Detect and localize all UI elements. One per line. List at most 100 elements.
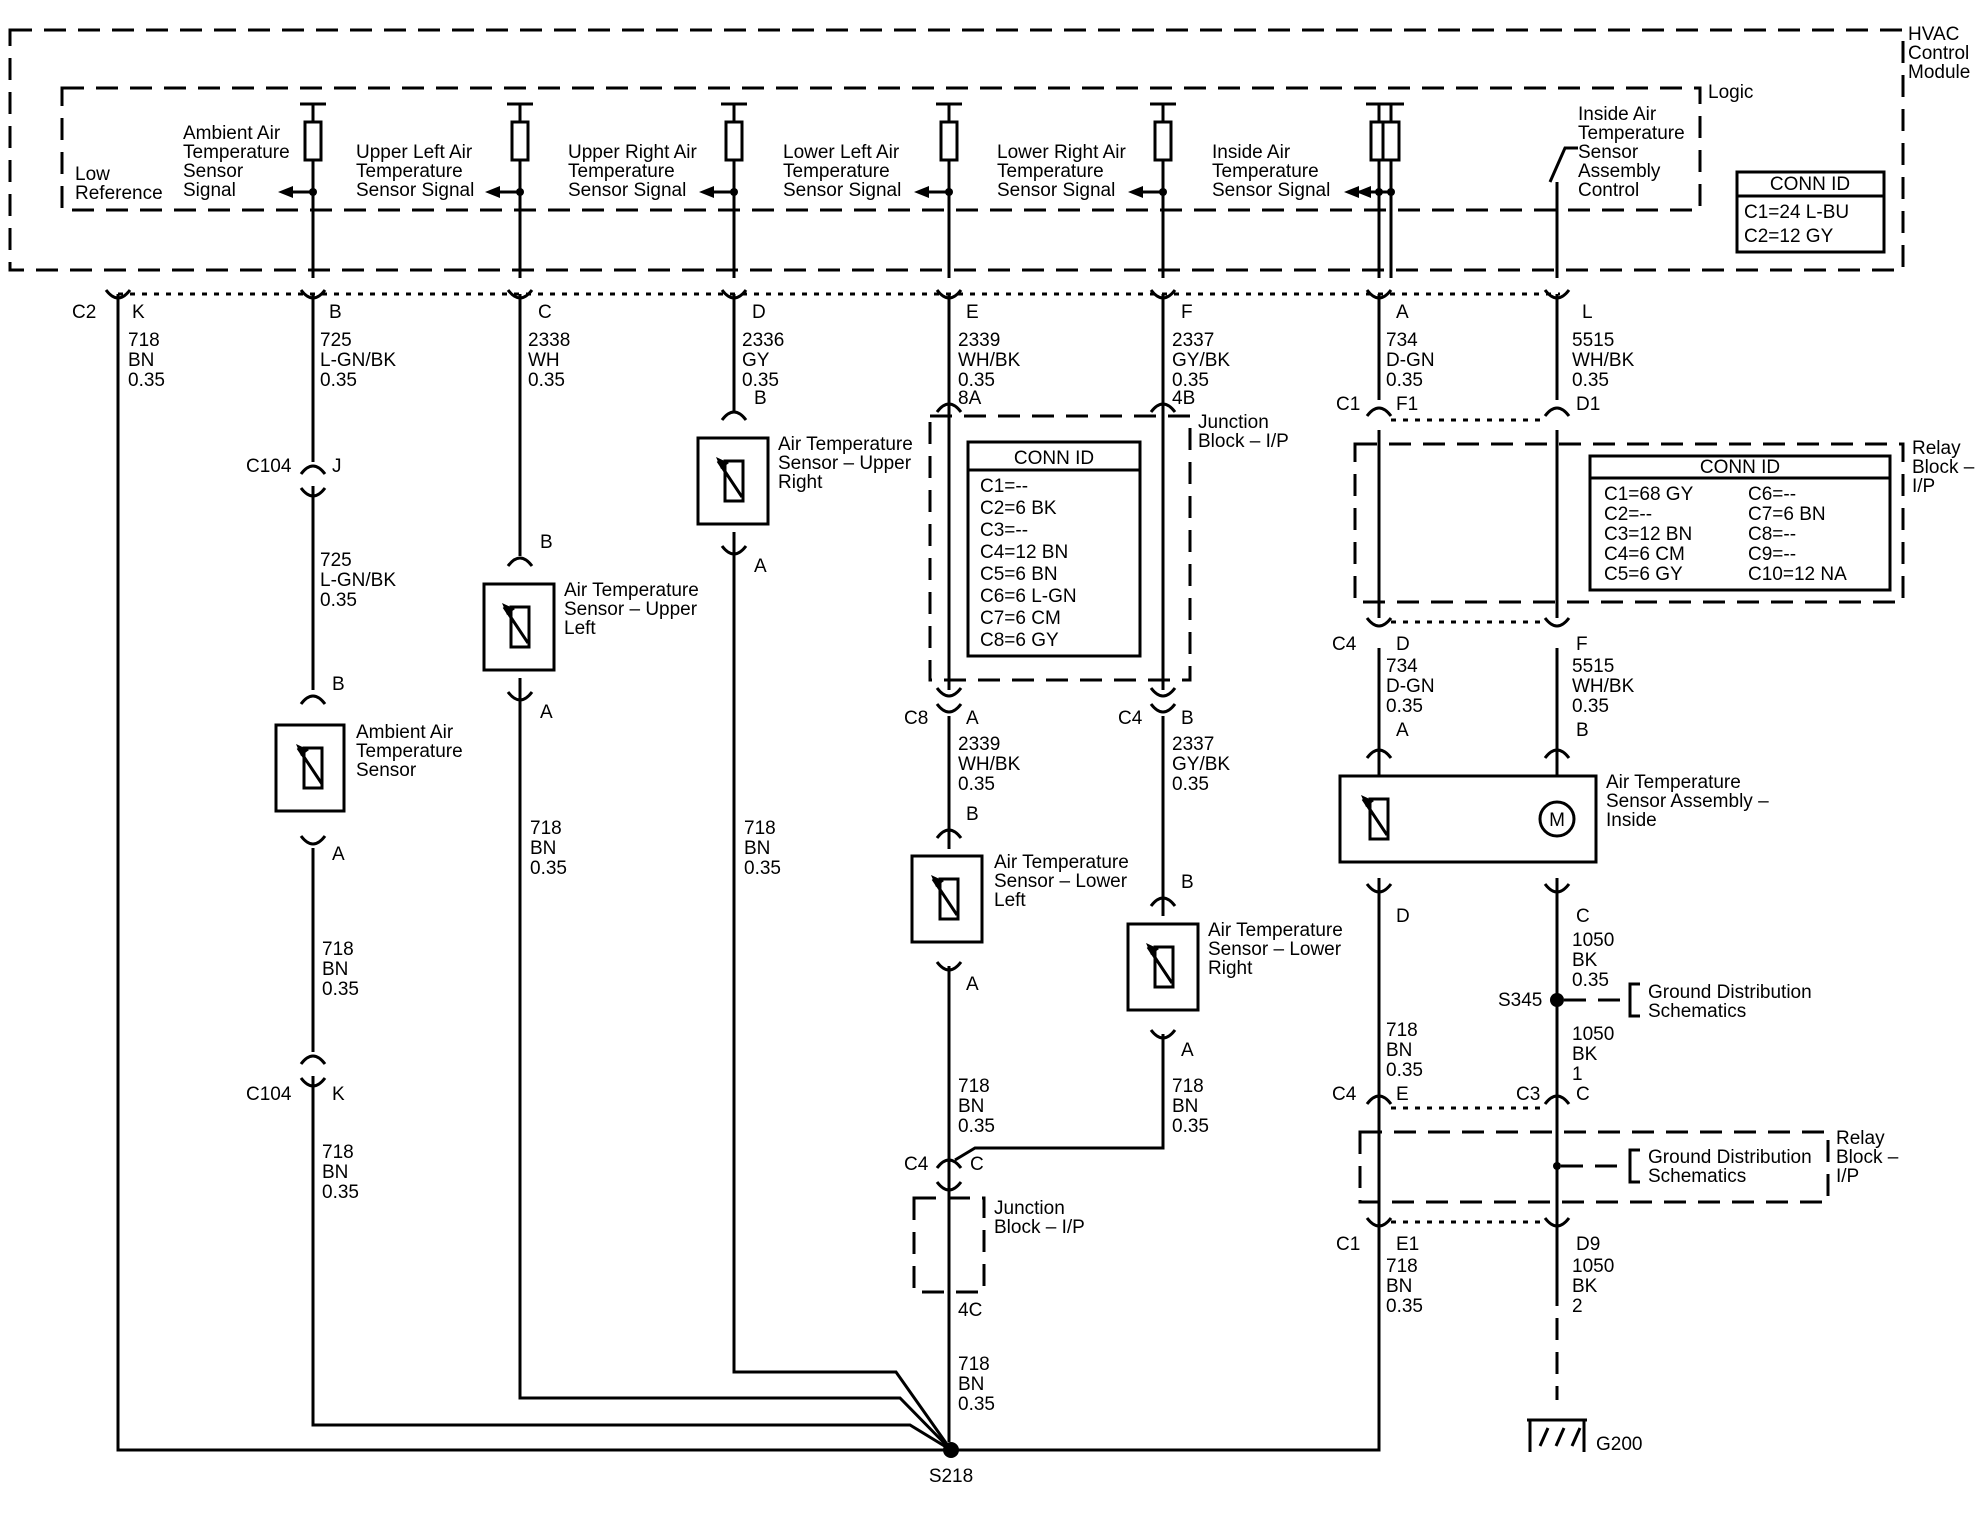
splice-s218: S218 [929, 1442, 973, 1487]
svg-text:0.35: 0.35 [528, 370, 565, 391]
svg-text:Schematics: Schematics [1648, 1001, 1746, 1022]
svg-text:Relay: Relay [1912, 438, 1961, 459]
svg-text:Temperature: Temperature [997, 161, 1104, 182]
svg-text:Sensor: Sensor [1578, 142, 1639, 163]
svg-text:718: 718 [958, 1354, 990, 1375]
svg-text:2338: 2338 [528, 330, 570, 351]
svg-text:2339: 2339 [958, 734, 1000, 755]
svg-text:0.35: 0.35 [322, 979, 359, 1000]
svg-text:2337: 2337 [1172, 734, 1214, 755]
svg-text:C1=24 L-BU: C1=24 L-BU [1744, 202, 1849, 223]
svg-text:Sensor Assembly –: Sensor Assembly – [1606, 791, 1769, 812]
svg-text:Sensor Signal: Sensor Signal [356, 180, 474, 201]
svg-text:C2: C2 [72, 302, 96, 323]
svg-text:Temperature: Temperature [1212, 161, 1319, 182]
svg-text:GY: GY [742, 350, 770, 371]
svg-text:D9: D9 [1576, 1234, 1600, 1255]
svg-text:1: 1 [1572, 1064, 1583, 1085]
logic-label: Logic [1708, 82, 1753, 103]
svg-text:Junction: Junction [994, 1198, 1065, 1219]
svg-text:1050: 1050 [1572, 1256, 1614, 1277]
svg-text:C9=--: C9=-- [1748, 544, 1796, 565]
svg-text:A: A [1181, 1040, 1194, 1061]
svg-text:Inside Air: Inside Air [1212, 142, 1291, 163]
svg-text:BN: BN [1386, 1040, 1412, 1061]
svg-text:Ground Distribution: Ground Distribution [1648, 982, 1812, 1003]
svg-text:BN: BN [1386, 1276, 1412, 1297]
svg-text:725: 725 [320, 550, 352, 571]
svg-text:Left: Left [994, 890, 1026, 911]
svg-text:Lower Right Air: Lower Right Air [997, 142, 1127, 163]
svg-text:0.35: 0.35 [1172, 1116, 1209, 1137]
svg-text:F: F [1576, 634, 1588, 655]
svg-text:B: B [332, 674, 345, 695]
svg-text:2336: 2336 [742, 330, 784, 351]
svg-text:C: C [1576, 1084, 1590, 1105]
svg-text:4C: 4C [958, 1300, 982, 1321]
svg-text:BK: BK [1572, 1276, 1598, 1297]
svg-text:C5=6 GY: C5=6 GY [1604, 564, 1683, 585]
svg-text:Lower Left Air: Lower Left Air [783, 142, 900, 163]
wiring [116, 294, 1559, 1452]
svg-text:Sensor Signal: Sensor Signal [1212, 180, 1330, 201]
svg-text:E: E [966, 302, 979, 323]
svg-text:D1: D1 [1576, 394, 1600, 415]
svg-text:C5=6 BN: C5=6 BN [980, 564, 1058, 585]
svg-text:D: D [752, 302, 766, 323]
svg-text:C3: C3 [1516, 1084, 1540, 1105]
svg-text:C4: C4 [1332, 634, 1357, 655]
svg-text:Right: Right [1208, 958, 1253, 979]
svg-text:0.35: 0.35 [1386, 370, 1423, 391]
svg-text:Ground Distribution: Ground Distribution [1648, 1147, 1812, 1168]
svg-text:WH/BK: WH/BK [1572, 350, 1635, 371]
svg-text:B: B [1576, 720, 1589, 741]
svg-text:1050: 1050 [1572, 930, 1614, 951]
svg-text:0.35: 0.35 [320, 590, 357, 611]
svg-text:Inside Air: Inside Air [1578, 104, 1657, 125]
svg-text:C104: C104 [246, 456, 292, 477]
svg-text:C2=12 GY: C2=12 GY [1744, 226, 1834, 247]
svg-text:C2=--: C2=-- [1604, 504, 1652, 525]
svg-text:Right: Right [778, 472, 823, 493]
low-ref-line-2: Reference [75, 183, 163, 204]
svg-text:D-GN: D-GN [1386, 676, 1435, 697]
module-signal-labels: Ambient Air Temperature Sensor Signal Up… [183, 104, 1685, 201]
svg-text:0.35: 0.35 [1386, 1296, 1423, 1317]
svg-text:C104: C104 [246, 1084, 292, 1105]
svg-text:718: 718 [128, 330, 160, 351]
svg-text:0.35: 0.35 [320, 370, 357, 391]
svg-text:Ambient Air: Ambient Air [183, 123, 281, 144]
svg-text:Sensor Signal: Sensor Signal [783, 180, 901, 201]
svg-text:M: M [1549, 810, 1565, 831]
svg-text:718: 718 [322, 1142, 354, 1163]
svg-text:0.35: 0.35 [958, 370, 995, 391]
svg-text:BN: BN [530, 838, 556, 859]
svg-text:B: B [1181, 872, 1194, 893]
svg-text:734: 734 [1386, 330, 1418, 351]
svg-text:Temperature: Temperature [783, 161, 890, 182]
logic-outline [60, 86, 1702, 212]
svg-text:I/P: I/P [1912, 476, 1935, 497]
svg-text:C4=12 BN: C4=12 BN [980, 542, 1068, 563]
svg-text:725: 725 [320, 330, 352, 351]
svg-text:Block –: Block – [1836, 1147, 1899, 1168]
svg-text:Sensor – Upper: Sensor – Upper [564, 599, 698, 620]
svg-text:WH/BK: WH/BK [958, 350, 1021, 371]
low-ref-line-1: Low [75, 164, 110, 185]
svg-text:GY/BK: GY/BK [1172, 350, 1230, 371]
svg-text:C4: C4 [904, 1154, 929, 1175]
svg-text:D: D [1396, 634, 1410, 655]
svg-text:C: C [970, 1154, 984, 1175]
svg-text:BN: BN [958, 1096, 984, 1117]
svg-text:Air Temperature: Air Temperature [994, 852, 1129, 873]
svg-text:BN: BN [1172, 1096, 1198, 1117]
svg-text:0.35: 0.35 [322, 1182, 359, 1203]
svg-text:Sensor – Upper: Sensor – Upper [778, 453, 912, 474]
svg-text:8A: 8A [958, 388, 982, 409]
svg-text:Temperature: Temperature [356, 741, 463, 762]
